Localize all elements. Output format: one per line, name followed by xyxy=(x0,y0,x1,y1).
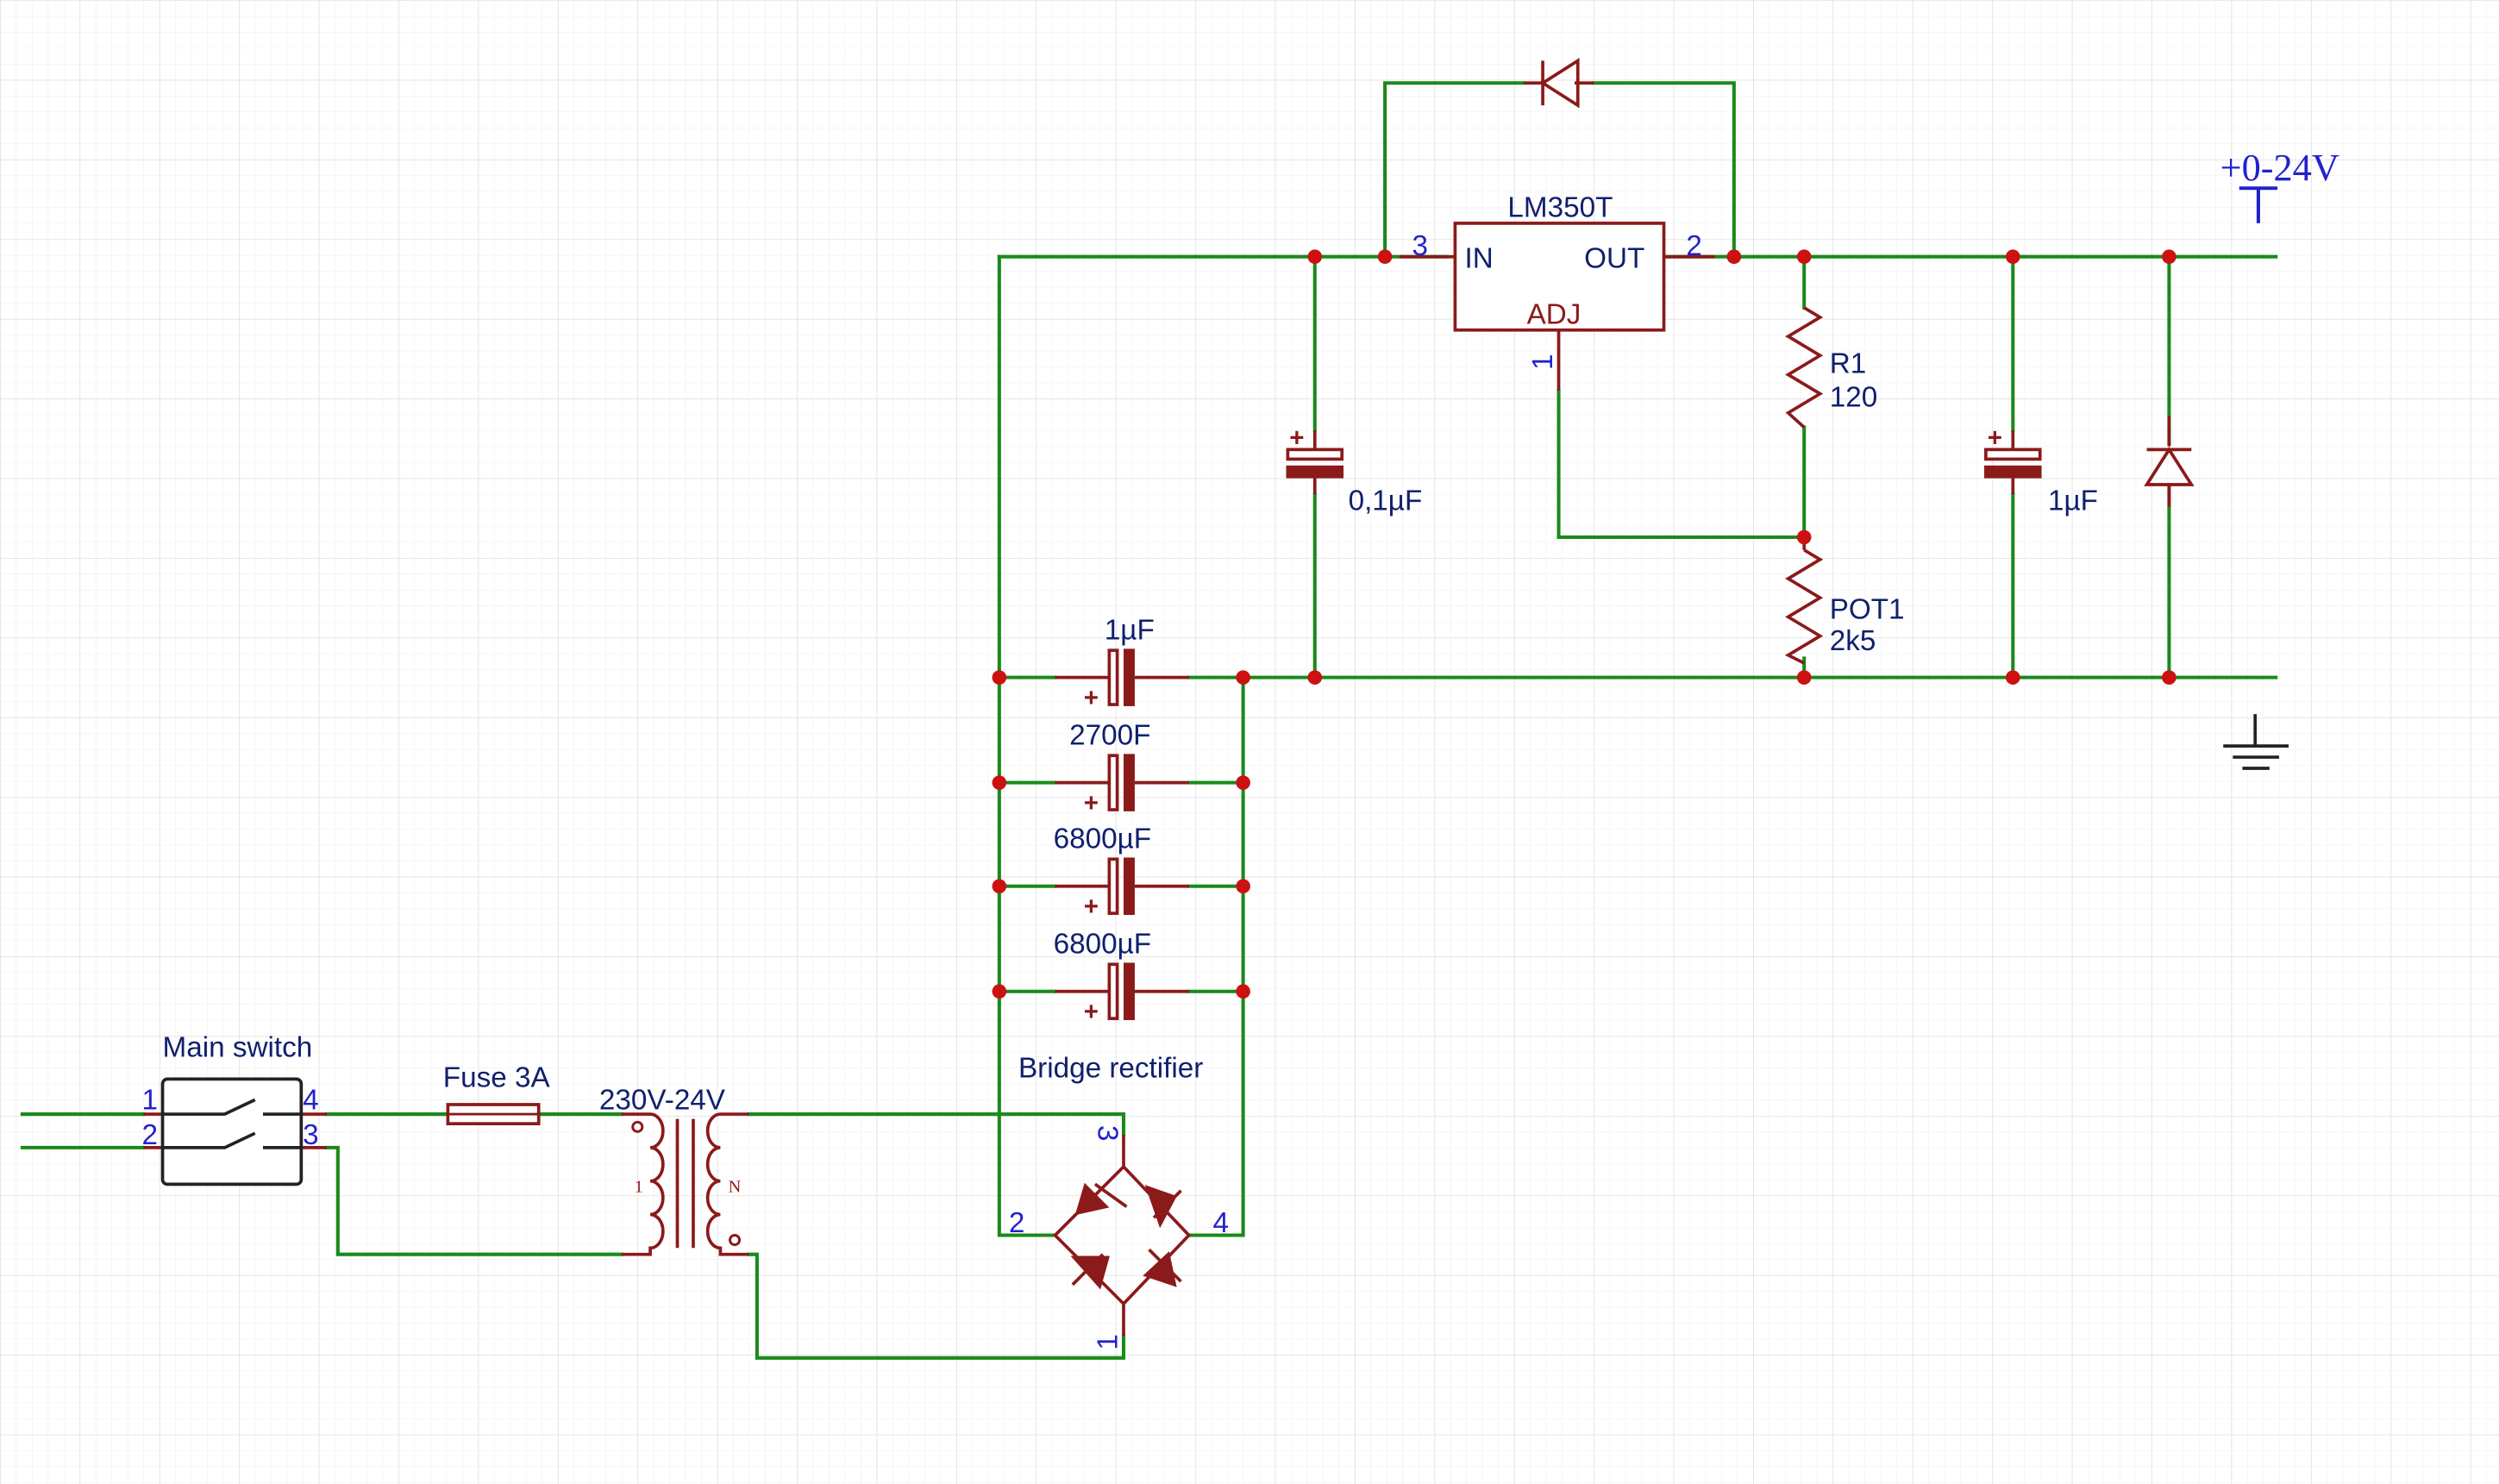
main-switch-pin-4: 4 xyxy=(303,1085,319,1117)
transformer-secondary-mark: N xyxy=(729,1178,742,1197)
regulator-pin-out-label: OUT xyxy=(1584,243,1644,275)
regulator-body xyxy=(1453,222,1666,332)
main-switch-pin-2: 2 xyxy=(141,1119,158,1151)
transformer-primary-mark: 1 xyxy=(635,1178,643,1197)
potentiometer-pot1: POT1 2k5 xyxy=(1784,537,1905,665)
ground-symbol xyxy=(2223,714,2289,770)
filter-capacitor-1-value: 1µF xyxy=(1105,614,1155,646)
wire-bypass xyxy=(1383,81,1736,259)
transformer-secondary-coil xyxy=(705,1112,749,1256)
filter-capacitor-4: + 6800µF xyxy=(1054,928,1189,1026)
main-switch-pin-1: 1 xyxy=(141,1085,158,1117)
filter-capacitor-3-value: 6800µF xyxy=(1054,823,1151,855)
wire-tx-bridge-top xyxy=(747,1112,1126,1137)
input-capacitor-value: 0,1µF xyxy=(1349,485,1423,517)
transformer: 230V-24V 1 N xyxy=(599,1085,749,1256)
wire-right-rail xyxy=(1187,675,1245,1237)
filter-capacitor-2-value: 2700F xyxy=(1069,719,1150,751)
input-capacitor: + 0,1µF xyxy=(1286,424,1423,517)
regulator-pin-out-number: 2 xyxy=(1686,230,1701,262)
regulator-pin-in-label: IN xyxy=(1465,243,1494,275)
regulator-name: LM350T xyxy=(1507,192,1613,224)
regulator-pin-adj-label: ADJ xyxy=(1527,298,1581,330)
filter-capacitor-3: + 6800µF xyxy=(1054,823,1189,921)
regulator-pin-adj-number: 1 xyxy=(1527,354,1559,370)
filter-capacitor-1: + 1µF xyxy=(1055,614,1189,712)
filter-capacitor-4-value: 6800µF xyxy=(1054,928,1151,960)
filter-capacitors: + 1µF + 2700F + 6800µF + 6800µF xyxy=(1054,614,1189,1026)
fuse: Fuse 3A xyxy=(443,1062,551,1125)
output-capacitor-value: 1µF xyxy=(2048,485,2098,517)
wire-switch-tx-return xyxy=(324,1145,623,1256)
output-capacitor: + 1µF xyxy=(1984,424,2098,517)
filter-capacitor-2-plus: + xyxy=(1084,789,1099,817)
filter-capacitor-1-plus: + xyxy=(1084,684,1099,712)
regulator-lm350t: LM350T IN OUT ADJ 3 2 1 xyxy=(1399,192,1715,391)
regulator-pin-in-number: 3 xyxy=(1412,230,1429,262)
bridge-pin-left: 2 xyxy=(1009,1207,1024,1239)
wires xyxy=(20,81,2278,1360)
output-capacitor-plus: + xyxy=(1988,424,2002,453)
wire-left-rail xyxy=(997,254,1057,1237)
bypass-diode xyxy=(1523,58,1594,109)
wire-tx-bridge-bottom xyxy=(747,1252,1126,1360)
potentiometer-value: 2k5 xyxy=(1830,625,1876,657)
main-switch-pin-3: 3 xyxy=(303,1119,319,1151)
bridge-rectifier-label: Bridge rectifier xyxy=(1018,1053,1203,1085)
resistor-r1-value: 120 xyxy=(1830,381,1877,413)
filter-capacitor-3-plus: + xyxy=(1084,892,1099,921)
output-voltage-label: +0-24V xyxy=(2220,146,2339,189)
main-switch-body xyxy=(160,1077,304,1187)
filter-capacitor-2: + 2700F xyxy=(1055,719,1189,817)
main-switch: Main switch 1 2 3 4 xyxy=(141,1032,327,1187)
transformer-core xyxy=(675,1118,695,1249)
output-terminal: +0-24V xyxy=(2220,146,2339,223)
filter-capacitor-4-plus: + xyxy=(1084,998,1099,1026)
input-capacitor-plus: + xyxy=(1289,424,1304,453)
transformer-label: 230V-24V xyxy=(599,1085,726,1117)
resistor-r1-name: R1 xyxy=(1830,348,1867,380)
transformer-primary-coil xyxy=(621,1112,665,1256)
potentiometer-name: POT1 xyxy=(1830,593,1905,625)
main-switch-label: Main switch xyxy=(163,1032,313,1064)
junctions xyxy=(992,249,2176,999)
bridge-pin-bottom: 1 xyxy=(1093,1334,1124,1350)
bridge-rectifier: Bridge rectifier 3 2 4 1 xyxy=(1009,1053,1229,1350)
output-diode xyxy=(2144,416,2195,507)
bridge-pin-top: 3 xyxy=(1091,1125,1123,1142)
wire-adj xyxy=(1556,388,1807,540)
fuse-label: Fuse 3A xyxy=(443,1062,551,1094)
bridge-pin-right: 4 xyxy=(1212,1207,1229,1239)
resistor-r1: R1 120 xyxy=(1785,306,1877,429)
